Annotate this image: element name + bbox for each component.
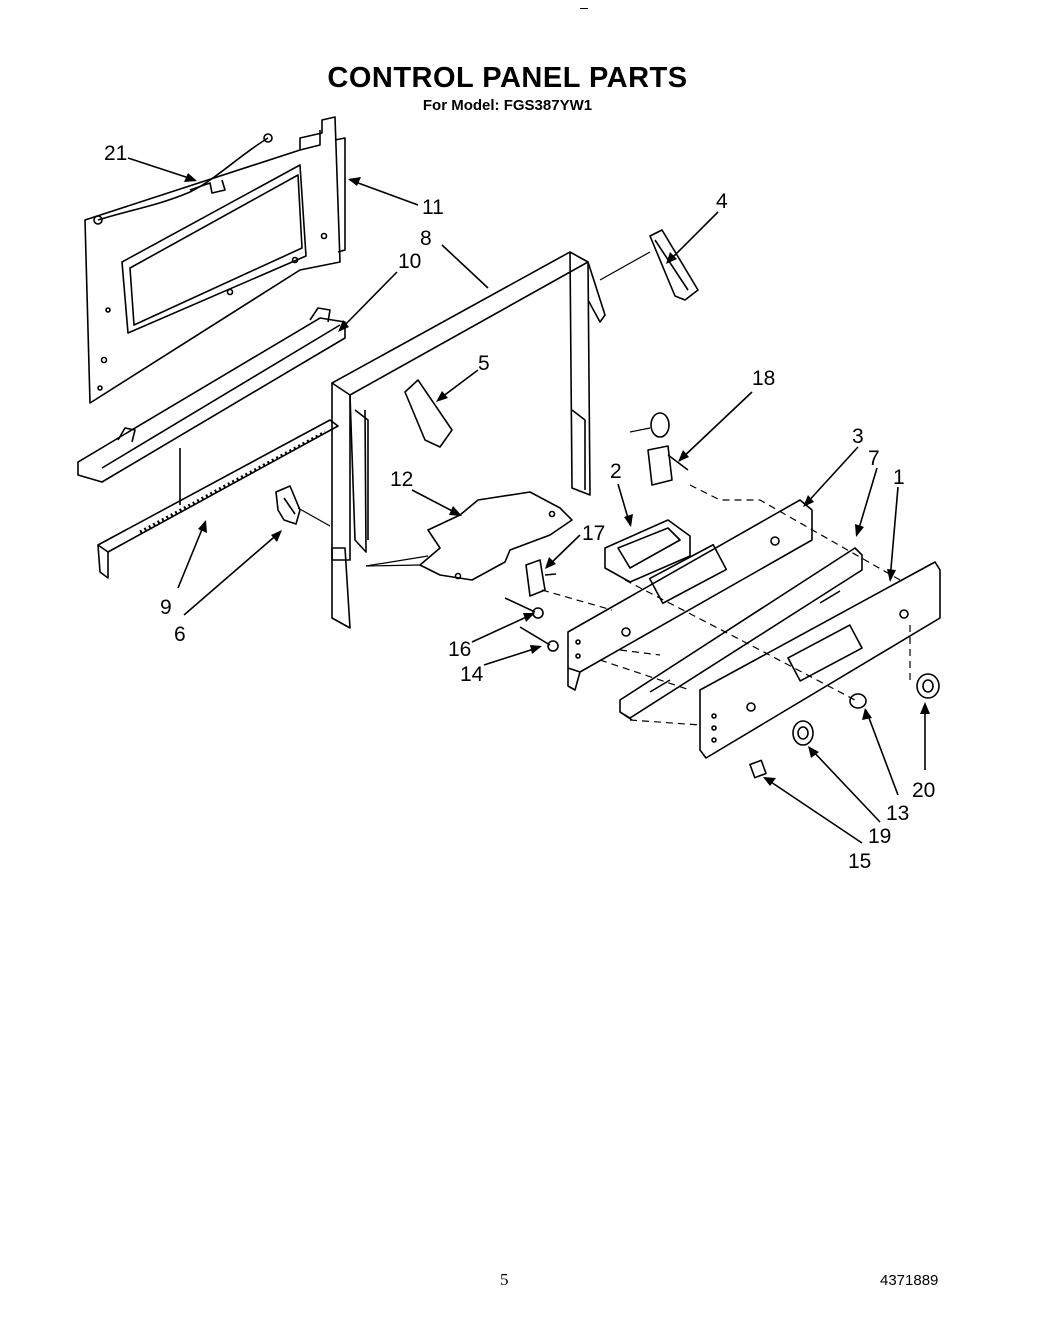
document-number: 4371889	[880, 1272, 939, 1289]
part-2-display	[604, 519, 691, 583]
part-5-bracket	[404, 379, 453, 448]
assembly-lines	[541, 484, 911, 726]
part-18-switch	[647, 412, 689, 486]
callout-5: 5	[478, 352, 490, 375]
callout-20: 20	[912, 779, 935, 802]
part-1-front-panel	[699, 561, 941, 759]
model-subtitle: For Model: FGS387YW1	[422, 97, 593, 114]
callout-11: 11	[422, 196, 444, 219]
part-3-control-bracket	[567, 499, 813, 691]
part-8-panel-frame	[331, 251, 606, 629]
callout-15: 15	[848, 850, 871, 873]
callout-13: 13	[886, 802, 909, 825]
leader-lines	[127, 157, 926, 844]
part-11-back-panel	[84, 116, 346, 404]
callout-19: 19	[868, 825, 891, 848]
part-13-knob	[849, 693, 867, 709]
callout-16: 16	[448, 638, 471, 661]
page-number: 5	[500, 1270, 509, 1289]
callout-9: 9	[160, 596, 172, 619]
callout-12: 12	[390, 468, 413, 491]
callout-21: 21	[104, 142, 127, 165]
callout-3: 3	[852, 425, 864, 448]
scan-mark	[580, 8, 588, 9]
part-17-switch	[525, 559, 557, 597]
part-7-channel	[619, 547, 863, 721]
page-title: CONTROL PANEL PARTS	[327, 62, 688, 94]
callout-1: 1	[893, 466, 905, 489]
part-19-knob	[792, 720, 814, 746]
callout-8: 8	[420, 227, 432, 250]
callout-7: 7	[868, 447, 880, 470]
part-6-clip	[275, 485, 301, 525]
callout-labels: 21 11 4 8 10 5 18 3 7 1 12 2 17 9 6 16 1…	[104, 142, 935, 873]
part-10-front-rail	[77, 307, 346, 483]
callout-2: 2	[610, 460, 622, 483]
arrowheads	[184, 173, 930, 786]
part-12-shield	[419, 491, 573, 581]
part-9-vent-strip	[97, 419, 339, 579]
part-20-knob	[916, 673, 940, 699]
part-15-cap	[749, 759, 767, 779]
part-14-pin	[519, 626, 559, 652]
callout-17: 17	[582, 522, 605, 545]
callout-6: 6	[174, 623, 186, 646]
part-21-wire-harness	[93, 133, 273, 225]
callout-4: 4	[716, 190, 728, 213]
callout-18: 18	[752, 367, 775, 390]
callout-10: 10	[398, 250, 421, 273]
part-4-end-cap	[649, 229, 699, 301]
callout-14: 14	[460, 663, 484, 686]
